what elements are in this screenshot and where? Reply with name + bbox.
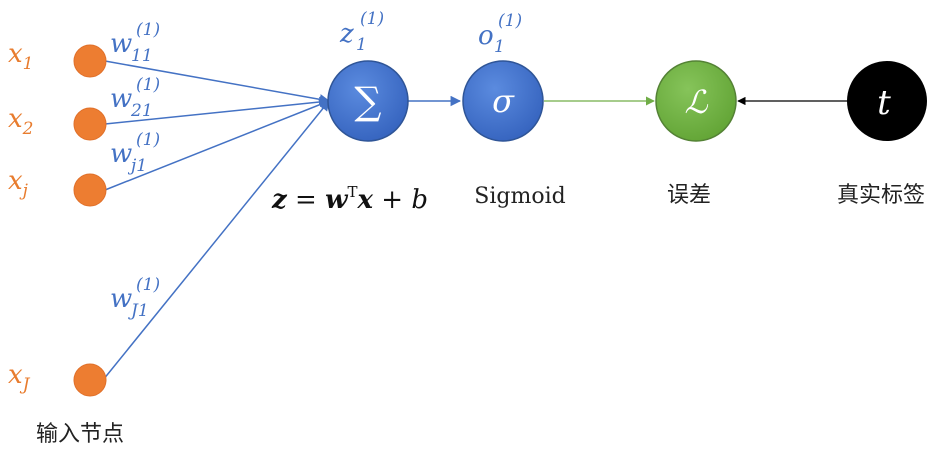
svg-text:11: 11 <box>131 46 153 66</box>
svg-text:(1): (1) <box>360 9 384 29</box>
weight-label-wj1: w (1) j1 <box>110 130 160 176</box>
svg-text:w: w <box>110 139 132 169</box>
sum-node-label: z (1) 1 <box>339 9 384 55</box>
edge-xJ-sum <box>102 100 330 381</box>
input-label-xJ: xJ <box>8 360 31 395</box>
target-node <box>847 61 927 141</box>
sum-symbol: ∑ <box>354 79 381 123</box>
sigmoid-symbol: σ <box>492 82 515 120</box>
input-caption: 输入节点 <box>36 422 124 447</box>
svg-text:J1: J1 <box>128 301 149 321</box>
svg-text:(1): (1) <box>136 20 160 40</box>
svg-text:(1): (1) <box>136 130 160 150</box>
input-node-x2 <box>73 107 107 141</box>
svg-text:j1: j1 <box>127 156 147 176</box>
input-node-x1 <box>73 44 107 78</box>
weight-label-w11: w (1) 11 <box>110 20 160 66</box>
svg-text:z: z <box>339 19 354 49</box>
loss-node <box>655 60 737 142</box>
loss-caption: 误差 <box>667 183 711 208</box>
edge-x2-sum <box>104 96 331 125</box>
input-label-xj: xj <box>8 166 29 201</box>
svg-text:w: w <box>110 84 132 114</box>
weight-label-wJ1: w (1) J1 <box>110 275 160 321</box>
sigmoid-node-label: o (1) 1 <box>478 11 522 57</box>
edge-xj-sum <box>104 99 330 191</box>
svg-text:(1): (1) <box>498 11 522 31</box>
sum-formula: z = wTx + b <box>271 183 428 215</box>
svg-text:(1): (1) <box>136 275 160 295</box>
sigmoid-caption: Sigmoid <box>474 184 565 209</box>
weight-label-w21: w (1) 21 <box>110 75 160 121</box>
svg-text:o: o <box>478 21 494 51</box>
loss-symbol: ℒ <box>684 83 708 121</box>
svg-text:(1): (1) <box>136 75 160 95</box>
target-symbol: t <box>877 83 891 123</box>
sigmoid-node <box>462 60 544 142</box>
target-caption: 真实标签 <box>837 183 925 208</box>
svg-text:w: w <box>110 29 132 59</box>
input-label-x1: x1 <box>8 39 34 74</box>
input-node-xJ <box>73 363 107 397</box>
input-label-x2: x2 <box>8 104 34 139</box>
svg-text:1: 1 <box>494 37 505 57</box>
input-node-xj <box>73 173 107 207</box>
svg-text:21: 21 <box>130 101 153 121</box>
svg-text:1: 1 <box>356 35 367 55</box>
edge-x1-sum <box>104 60 331 105</box>
sum-node <box>327 60 409 142</box>
svg-text:w: w <box>110 284 132 314</box>
